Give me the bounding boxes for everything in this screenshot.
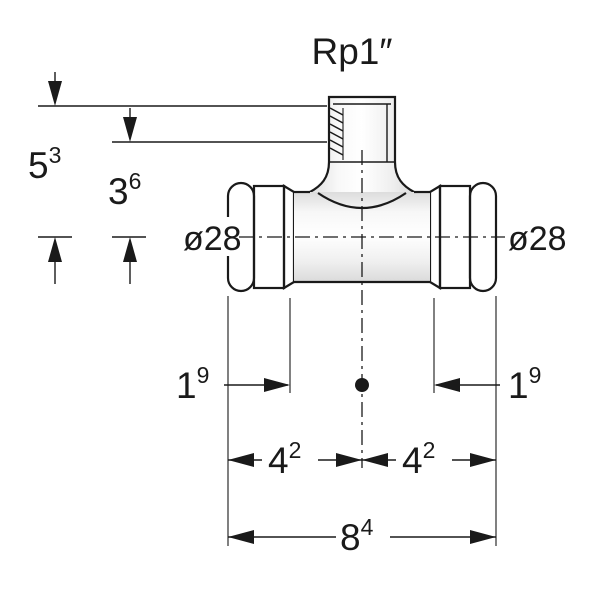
center-reference-dot bbox=[355, 378, 369, 392]
dim-42-right: 42 bbox=[362, 437, 496, 481]
dim-84-arrow-right-icon bbox=[470, 530, 496, 544]
dim-36-label: 36 bbox=[108, 168, 141, 212]
dim-36-arrow-down-icon bbox=[123, 117, 137, 142]
dim-19-right-label: 19 bbox=[508, 362, 541, 406]
branch-socket bbox=[309, 95, 415, 193]
tee-fitting bbox=[226, 95, 498, 293]
dim-36-arrow-up-icon bbox=[123, 237, 137, 262]
branch-fill bbox=[310, 97, 414, 192]
branch-outline bbox=[309, 95, 415, 193]
dia-right-label-bg bbox=[505, 217, 561, 256]
dim-53: 53 bbox=[28, 72, 327, 284]
dim-19-left-arrow-right-icon bbox=[264, 378, 290, 392]
dim-84-arrow-left-icon bbox=[228, 530, 254, 544]
dim-19-left: 19 bbox=[176, 362, 290, 406]
thread-hatch bbox=[329, 107, 344, 156]
dim-42-left-arrow-left-icon bbox=[228, 453, 254, 467]
dia-left-label-bg bbox=[182, 217, 237, 256]
dim-36: 36 bbox=[108, 108, 327, 284]
dim-19-right-arrow-left-icon bbox=[434, 378, 460, 392]
dim-42-right-arrow-left-icon bbox=[362, 453, 388, 467]
extension-lines bbox=[227, 296, 497, 546]
dim-42-right-arrow-right-icon bbox=[470, 453, 496, 467]
dim-42-left-label: 42 bbox=[268, 437, 301, 481]
dim-19-right: 19 bbox=[434, 362, 541, 406]
centerlines bbox=[183, 150, 566, 468]
dim-84: 84 bbox=[228, 514, 496, 558]
dim-84-label: 84 bbox=[340, 514, 374, 558]
dim-42-right-label: 42 bbox=[402, 437, 435, 481]
dim-19-left-label: 19 bbox=[176, 362, 209, 406]
dim-42-left-arrow-right-icon bbox=[336, 453, 362, 467]
dim-53-label: 53 bbox=[28, 142, 61, 186]
thread-label: Rp1″ bbox=[312, 31, 393, 72]
dia-left-label: ø28 bbox=[183, 220, 242, 258]
dia-right-label: ø28 bbox=[508, 220, 567, 258]
dim-42-left: 42 bbox=[228, 437, 362, 481]
dim-53-arrow-up-icon bbox=[48, 237, 62, 262]
dim-53-arrow-down-icon bbox=[48, 81, 62, 106]
